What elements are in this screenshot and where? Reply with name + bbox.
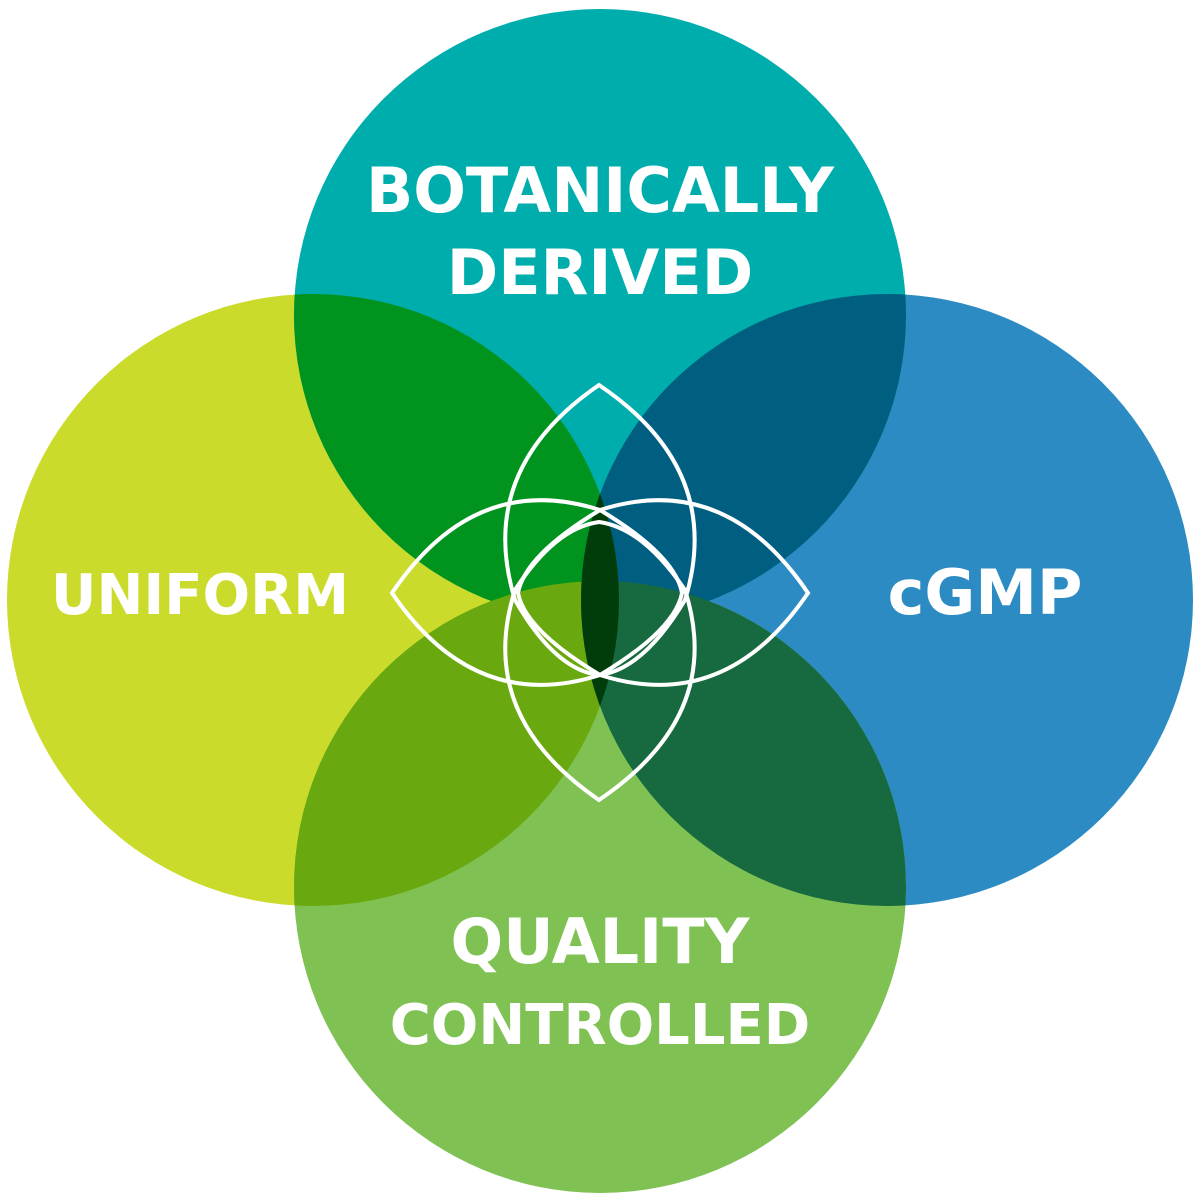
petal-lower-icon <box>503 519 697 803</box>
quality-controlled-label-line1: QUALITY <box>451 905 751 978</box>
cgmp-label: cGMP <box>888 556 1083 629</box>
botanically-derived-label-line2: DERIVED <box>447 236 753 309</box>
petal-right-icon <box>515 498 811 687</box>
petal-left-icon <box>389 498 685 687</box>
petal-emblem <box>389 382 811 803</box>
uniform-label: UNIFORM <box>51 563 349 628</box>
quality-controlled-label-line2: CONTROLLED <box>390 993 811 1058</box>
botanically-derived-label-line1: BOTANICALLY <box>366 154 835 227</box>
